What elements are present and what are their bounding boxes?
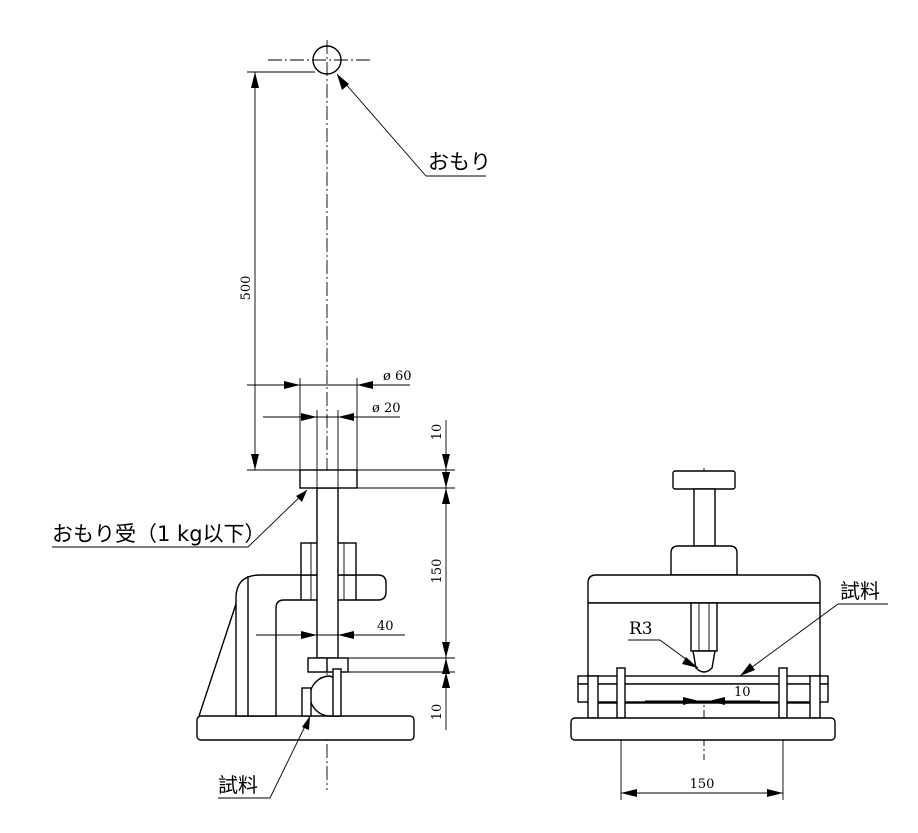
side-view: 500 ø 60 ø 20 10 150 10 40 [52,40,491,799]
specimen-plate [332,668,342,717]
dim-top10-arrow-a [442,454,450,470]
dim-20-arrow-left [301,413,317,421]
front-guide-boss [670,545,738,576]
specimen-bar [577,675,829,685]
dim-60-arrow-right [357,381,373,389]
dim-500-arrow-top [251,72,259,88]
dim-40-arrow-right [338,631,354,639]
frame-rib [198,603,237,717]
front-frame-leg-left [587,675,599,719]
dim-span-arrow-left [621,789,637,797]
dim-tip-arrow-left [683,697,699,705]
dim-top10-arrow-b [442,488,450,504]
leader-specimen-right-arrow [740,663,755,676]
striker-rod [316,487,339,659]
label-weight: おもり [428,150,491,174]
front-frame-head [587,574,821,604]
label-weight-receiver: おもり受（1 kg以下） [52,522,266,546]
leader-receiver [247,489,308,548]
dim-500-arrow-bottom [251,454,259,470]
lower-collar [307,657,349,673]
dim-500-text: 500 [239,276,254,301]
label-r3: R3 [629,619,653,639]
leader-receiver-arrow [296,490,307,502]
dim-span-arrow-right [767,789,783,797]
support-left [616,667,626,719]
dim-150-arrow-bottom [442,642,450,658]
dim-40-arrow-left [301,631,317,639]
front-receiver-collar [672,470,736,490]
specimen-body [577,683,829,703]
dim-bot10-arrow-a [442,658,450,674]
weight-circle [312,45,342,75]
dim-40-text: 40 [377,619,394,634]
front-striker-tip [692,650,716,673]
dim-top10-text: 10 [430,424,445,441]
dim-20-text: ø 20 [372,401,401,416]
dim-tip-text: 10 [734,685,751,700]
front-frame-leg-right [809,675,821,719]
label-specimen-right: 試料 [840,579,880,603]
leader-weight [336,73,427,177]
front-view: 10 150 R3 試料 [570,468,888,800]
c-frame [235,574,387,717]
dim-150-text: 150 [430,559,445,584]
leader-weight-arrow [337,74,349,90]
dim-bot10-arrow-b [442,672,450,688]
weight-receiver-collar [299,469,358,489]
dim-bot10-text: 10 [430,704,445,721]
dim-60-text: ø 60 [383,369,412,384]
front-base-plate [570,717,836,741]
support-right [778,667,788,719]
front-striker [690,602,718,652]
dim-150-arrow-top [442,472,450,488]
leader-specimen-right [739,603,839,677]
dim-tip-arrow-right [709,697,725,705]
leader-specimen-left-arrow [302,716,310,730]
dim-60-arrow-left [284,381,300,389]
dim-span-text: 150 [690,777,715,792]
dim-20-arrow-right [338,413,354,421]
holder-foot [301,687,312,717]
leader-specimen-left [269,715,311,799]
label-specimen-left: 試料 [218,773,258,797]
leader-r3-arrow [682,657,698,668]
front-rod [693,488,716,547]
